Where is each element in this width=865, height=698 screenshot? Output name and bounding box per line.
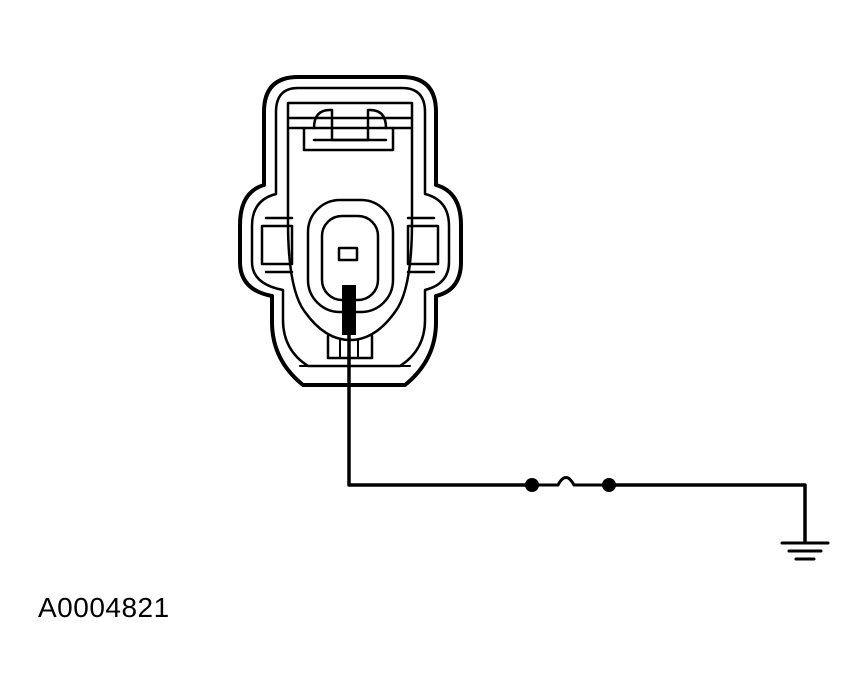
- terminal-pin: [337, 246, 359, 262]
- connector-left-tab: [260, 224, 294, 266]
- wire-entry: [342, 285, 356, 335]
- connector-latch: [288, 108, 412, 152]
- connector-right-tab: [406, 224, 440, 266]
- connector-outer-shell: [238, 75, 463, 387]
- fused-jumper-icon: [525, 476, 616, 492]
- ground-wire: [607, 483, 807, 544]
- ground-icon: [780, 541, 830, 561]
- wire: [347, 333, 532, 487]
- figure-id: A0004821: [38, 592, 170, 623]
- single-pin-connector-icon: [238, 75, 463, 387]
